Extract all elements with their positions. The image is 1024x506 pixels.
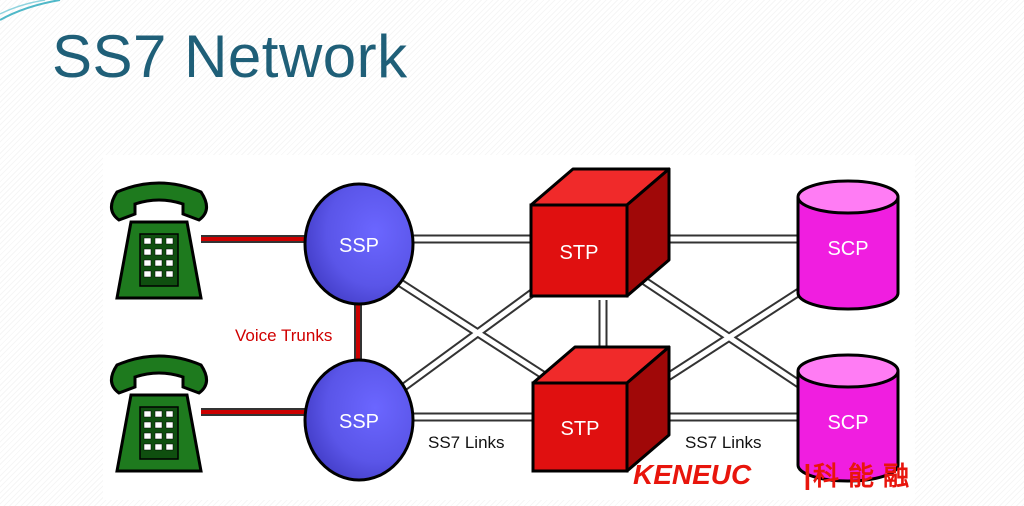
- scp-node-bottom: SCP: [796, 353, 900, 483]
- page-title: SS7 Network: [52, 23, 408, 90]
- stp-top-label: STP: [560, 242, 599, 264]
- ss7-links-label-right: SS7 Links: [685, 433, 762, 452]
- ssp-node-top: SSP: [303, 182, 415, 306]
- stp-bottom-label: STP: [561, 418, 600, 440]
- scp-top-label: SCP: [827, 238, 868, 260]
- telephone-icon: [110, 354, 208, 473]
- ss7-network-diagram: SSP SSP STP STP SCP: [103, 155, 915, 500]
- ssp-top-label: SSP: [339, 235, 379, 257]
- stp-node-bottom: STP: [531, 345, 671, 473]
- telephone-icon: [110, 181, 208, 300]
- voice-trunks-label: Voice Trunks: [235, 326, 332, 345]
- decorative-swoosh: [0, 0, 61, 21]
- ssp-node-bottom: SSP: [303, 358, 415, 482]
- svg-text:科 能 融 合: 科 能 融 合: [813, 461, 915, 492]
- svg-text:|: |: [803, 459, 811, 490]
- svg-text:KENEUC: KENEUC: [633, 459, 752, 490]
- ssp-bottom-label: SSP: [339, 411, 379, 433]
- stp-node-top: STP: [529, 167, 671, 298]
- keneuc-logo: KENEUC | 科 能 融 合: [633, 459, 915, 492]
- scp-node-top: SCP: [796, 179, 900, 311]
- scp-bottom-label: SCP: [827, 412, 868, 434]
- ss7-links-label-left: SS7 Links: [428, 433, 505, 452]
